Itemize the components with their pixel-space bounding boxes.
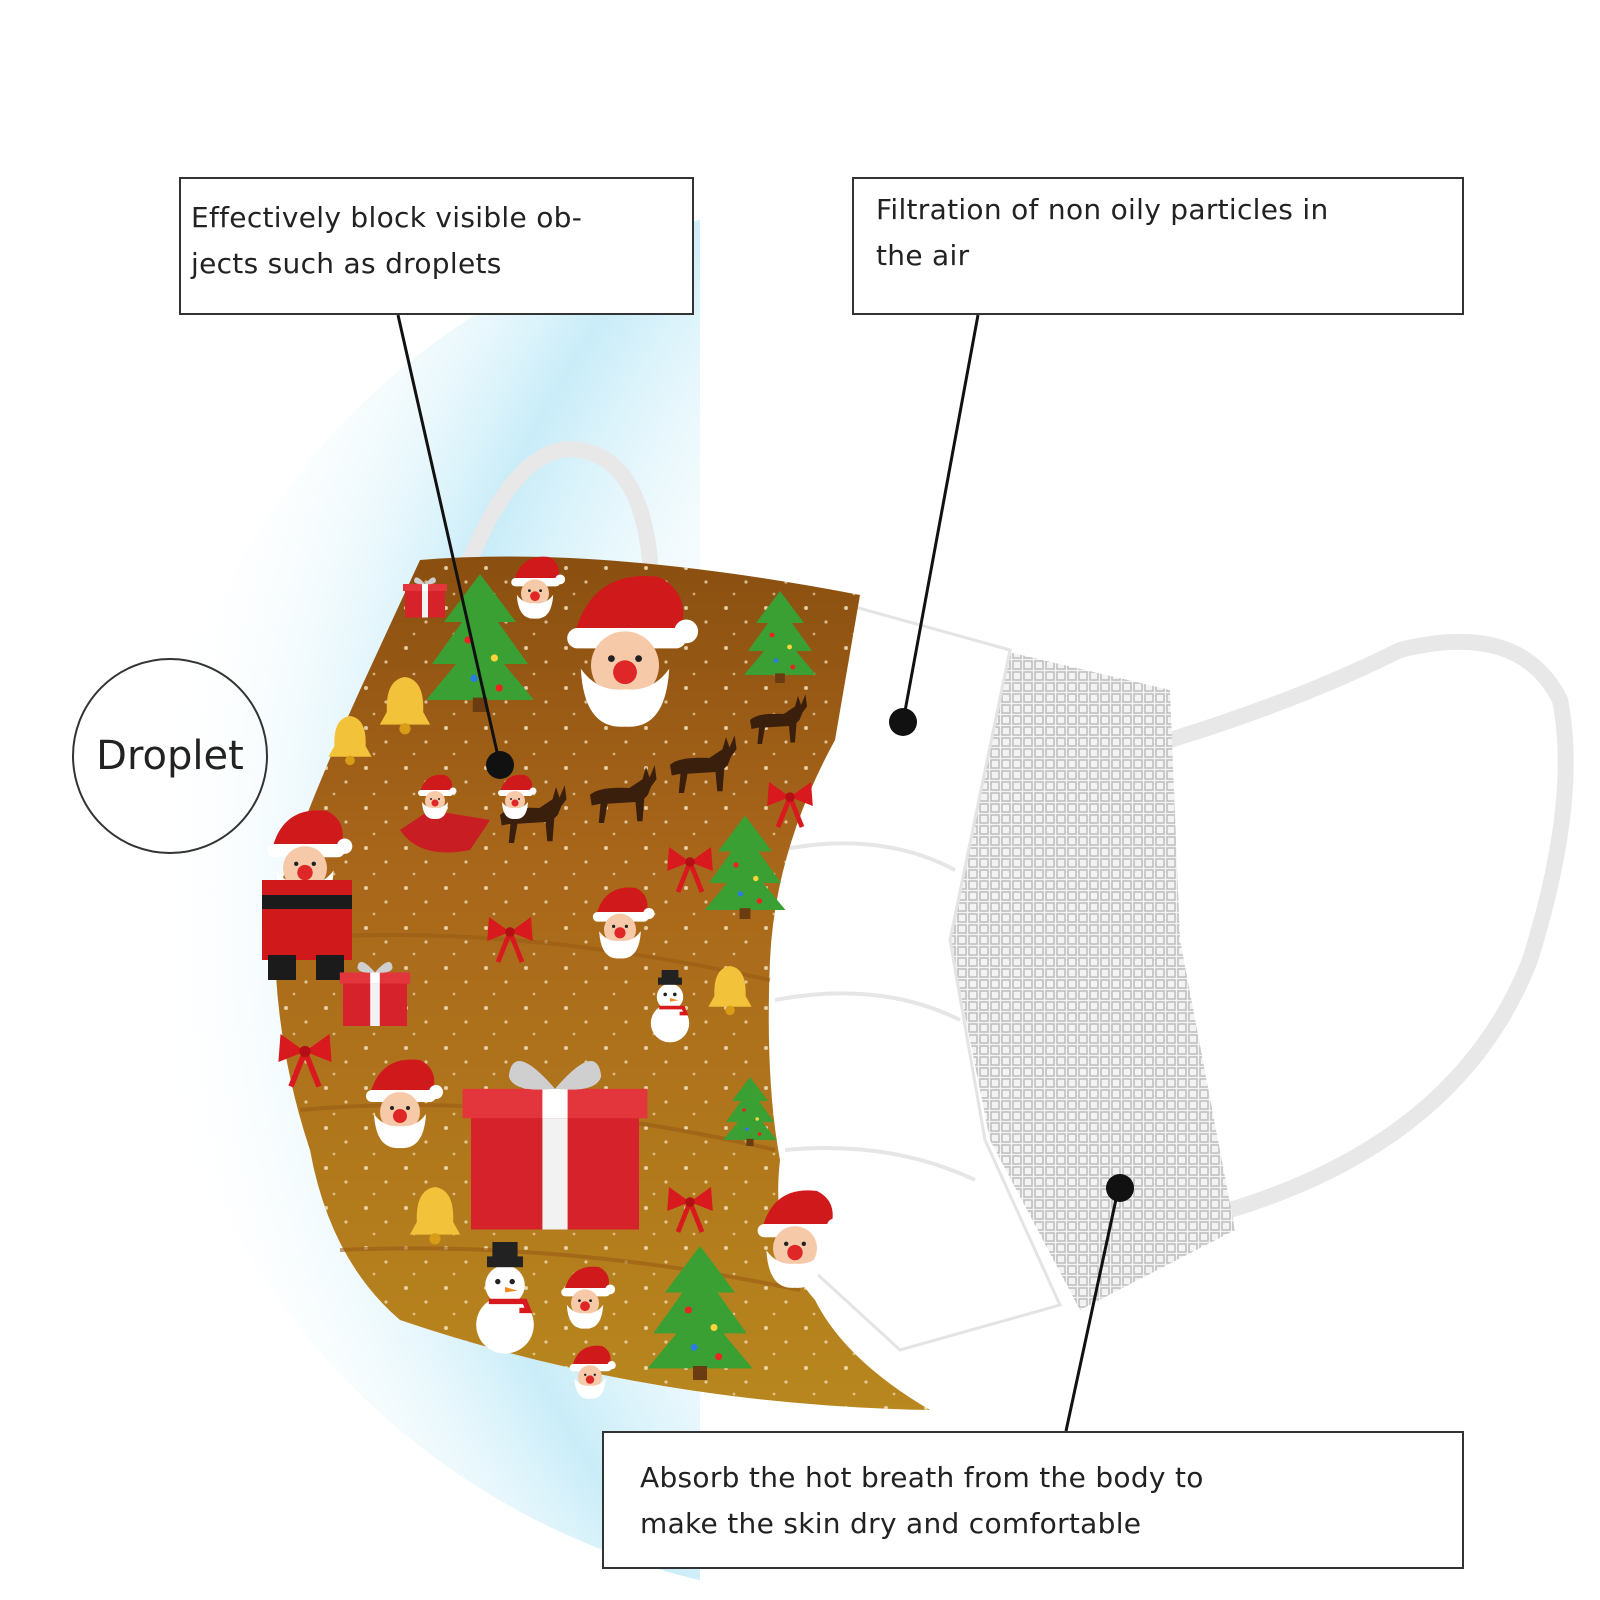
droplet-label: Droplet (72, 658, 268, 854)
callout-absorb-breath: Absorb the hot breath from the body to m… (602, 1431, 1464, 1569)
callout-block-line2: jects such as droplets (191, 247, 502, 280)
leader-dots (486, 708, 1134, 1202)
callout-filtration-line1: Filtration of non oily particles in (876, 193, 1329, 226)
sleigh (400, 810, 490, 853)
ear-loops (462, 441, 1574, 1218)
callout-filtration: Filtration of non oily particles in the … (852, 177, 1464, 315)
callout-filtration-line2: the air (876, 239, 970, 272)
inner-layer-mesh (950, 650, 1235, 1310)
callout-block-line1: Effectively block visible ob- (191, 201, 583, 234)
middle-layer (758, 598, 1063, 1352)
leader-lines (396, 314, 1120, 1432)
outer-layer (262, 556, 930, 1410)
santa-body (262, 880, 352, 960)
callout-block-droplets: Effectively block visible ob- jects such… (179, 177, 694, 315)
callout-absorb-line1: Absorb the hot breath from the body to (640, 1461, 1204, 1494)
callout-absorb-line2: make the skin dry and comfortable (640, 1507, 1142, 1540)
